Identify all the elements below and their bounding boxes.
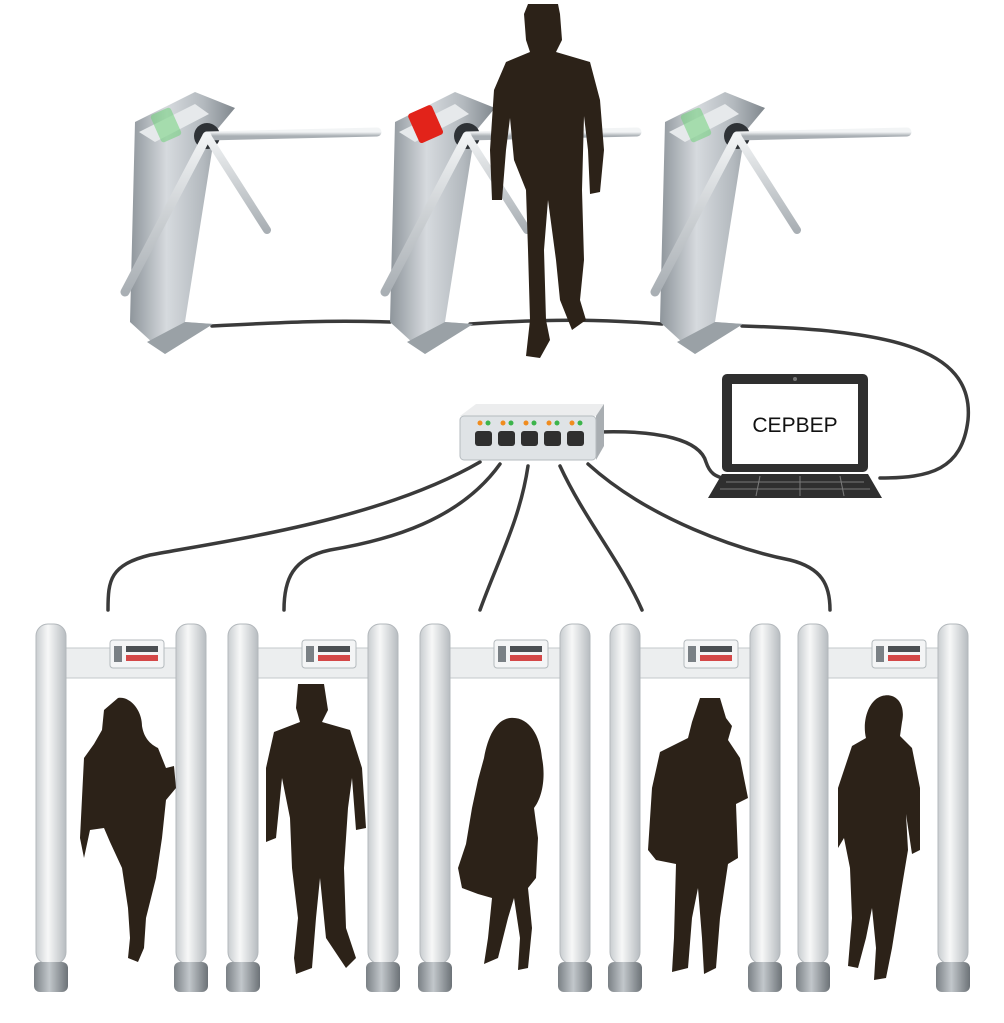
cable-switch-gate-1 bbox=[106, 460, 482, 612]
gate-2 bbox=[226, 623, 400, 992]
cable-switch-gate-3 bbox=[478, 464, 530, 612]
tripod-turnstile-icon bbox=[650, 92, 912, 354]
turnstile-2 bbox=[380, 92, 642, 354]
turnstile-3 bbox=[650, 92, 912, 354]
person-silhouette-icon bbox=[80, 697, 176, 962]
person-silhouette-icon bbox=[648, 698, 748, 974]
walkthrough-metal-detector-icon bbox=[226, 623, 400, 992]
gate-3 bbox=[418, 623, 592, 992]
person-silhouette-icon bbox=[490, 4, 604, 358]
walkthrough-metal-detector-icon bbox=[796, 623, 970, 992]
walkthrough-metal-detector-icon bbox=[608, 623, 782, 992]
cable-turnstile-2-3 bbox=[468, 318, 664, 326]
network-switch-icon bbox=[459, 404, 604, 461]
metal-detector-gates bbox=[34, 623, 970, 992]
laptop-screen bbox=[732, 384, 858, 464]
turnstile-1 bbox=[120, 92, 382, 354]
gate-4 bbox=[608, 623, 782, 992]
walkthrough-metal-detector-icon bbox=[34, 623, 208, 992]
cable-turnstile-3-server bbox=[740, 324, 970, 480]
cables bbox=[106, 318, 970, 612]
tripod-turnstile-icon bbox=[120, 92, 382, 354]
cable-turnstile-1-2 bbox=[210, 319, 392, 328]
person-silhouette-icon bbox=[266, 684, 366, 974]
laptop-icon: СЕРВЕР bbox=[708, 374, 882, 498]
gate-1 bbox=[34, 623, 208, 992]
switch-ports bbox=[475, 420, 584, 446]
walkthrough-metal-detector-icon bbox=[418, 623, 592, 992]
person-silhouette-icon bbox=[458, 717, 544, 970]
laptop-keyboard bbox=[708, 474, 882, 498]
gate-5 bbox=[796, 623, 970, 992]
tripod-turnstile-icon bbox=[380, 92, 642, 354]
person-silhouette-icon bbox=[838, 695, 920, 980]
cable-switch-server bbox=[596, 430, 724, 480]
server-label: СЕРВЕР bbox=[752, 414, 837, 437]
cable-switch-gate-4 bbox=[558, 464, 644, 612]
cable-switch-gate-5 bbox=[586, 462, 832, 612]
cable-switch-gate-2 bbox=[282, 462, 502, 612]
alarm-indicator bbox=[408, 105, 444, 144]
